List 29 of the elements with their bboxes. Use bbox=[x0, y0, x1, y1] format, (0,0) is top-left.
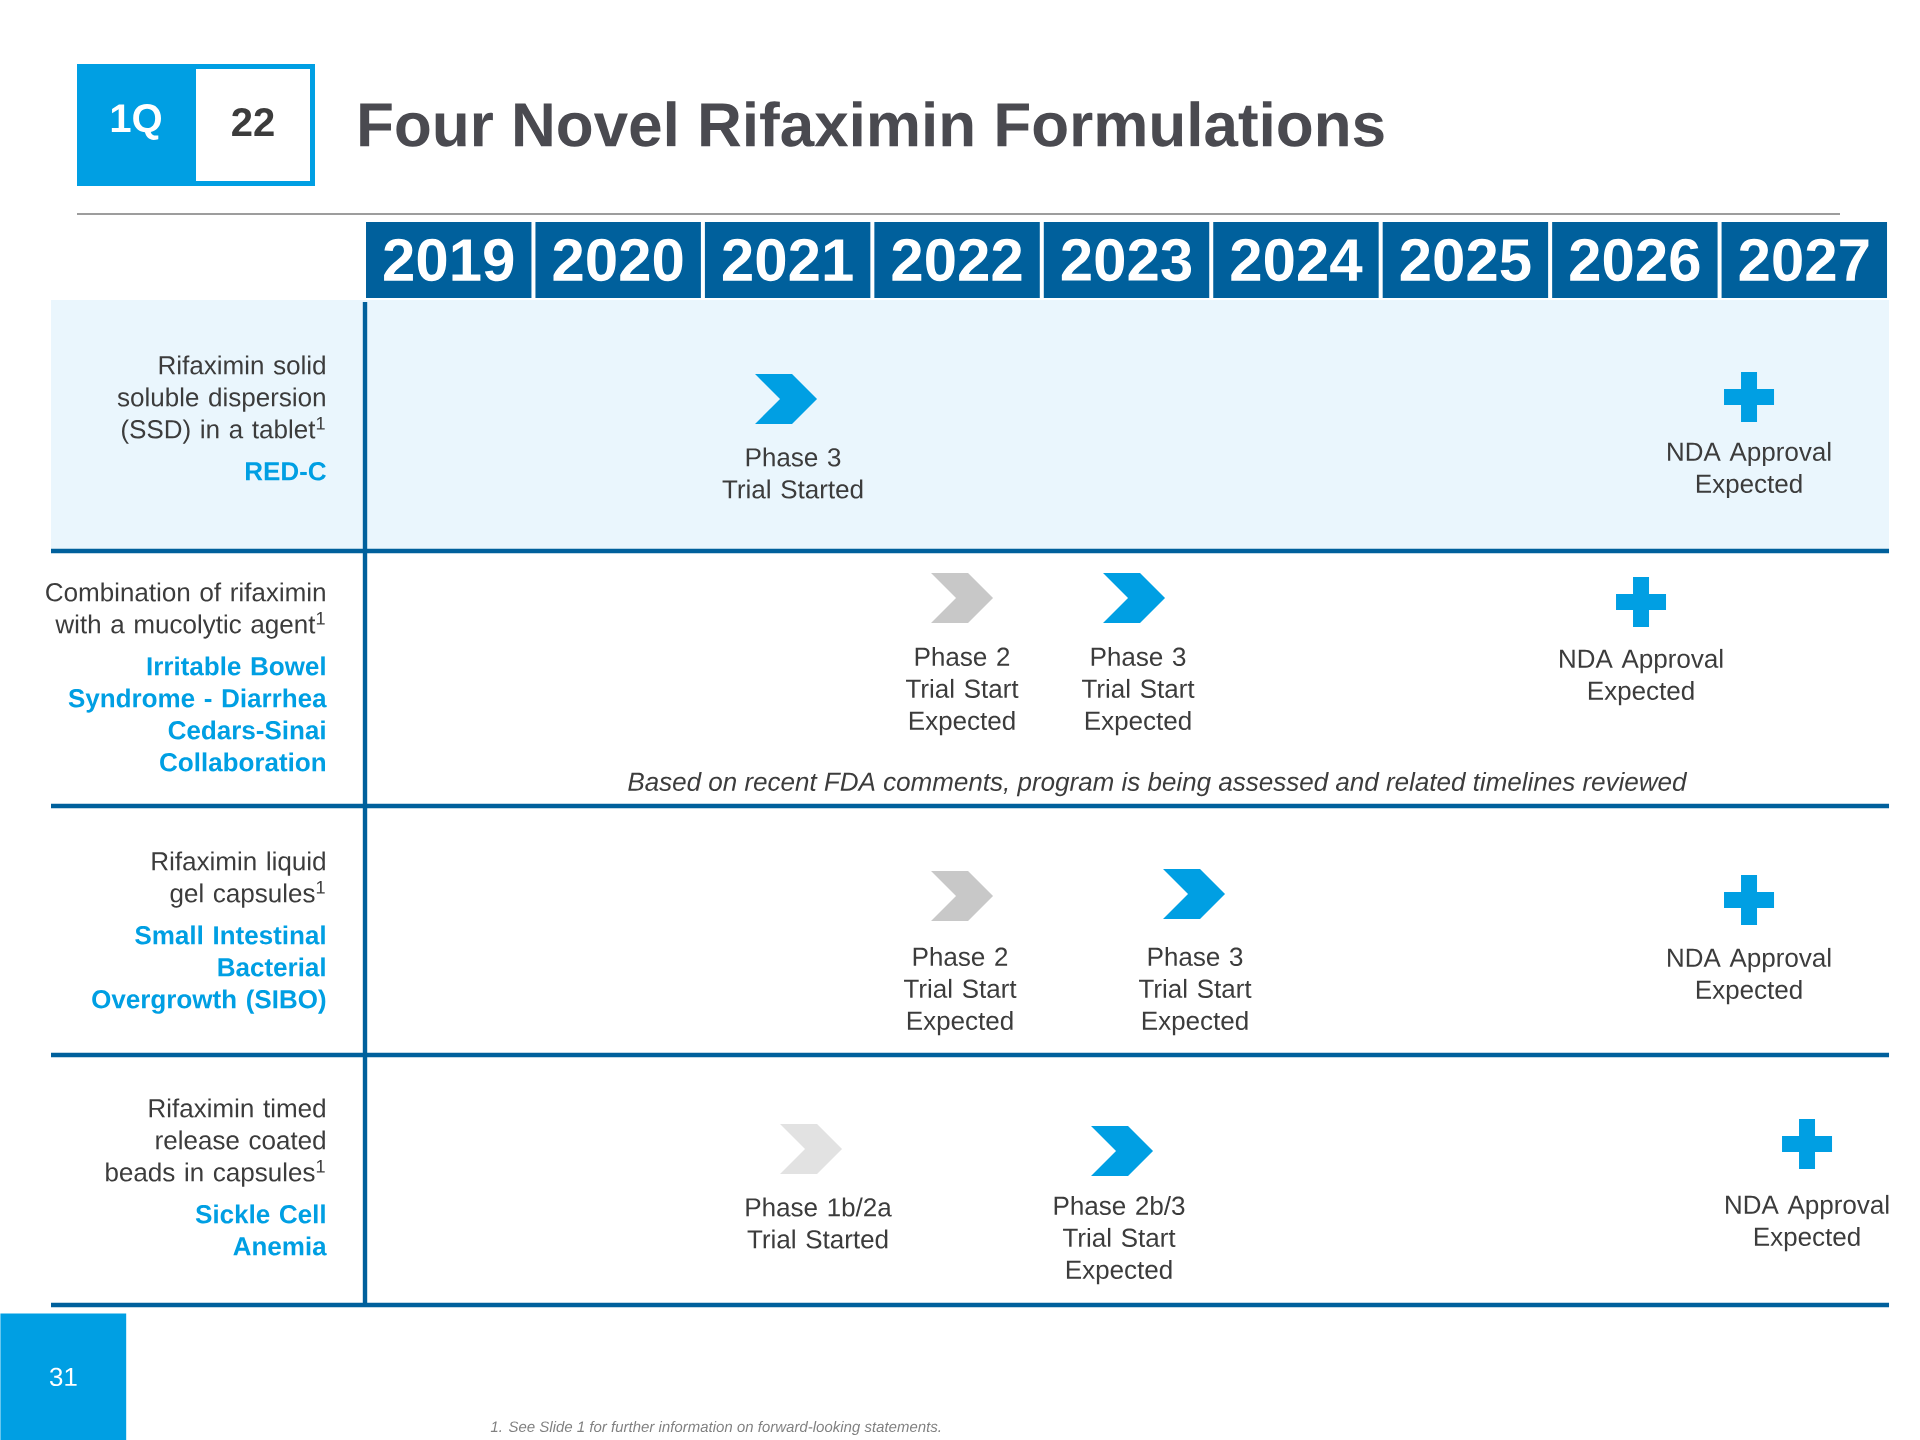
year-header: 2020 bbox=[535, 222, 701, 298]
milestone-label: Phase 2 Trial Start Expected bbox=[906, 646, 1019, 736]
row-label: Rifaximin solid soluble dispersion (SSD) in a tablet$^{1}$ RED-C bbox=[117, 355, 326, 481]
year-header: 2023 bbox=[1043, 222, 1210, 298]
milestone-label: NDA Approval Expected bbox=[1726, 1194, 1889, 1252]
milestone-label: Phase 3 Trial Start Expected bbox=[1082, 646, 1195, 736]
year-header: 2027 bbox=[1721, 222, 1888, 298]
title: Four Novel Rifaximin Formulations bbox=[360, 101, 1384, 147]
year-header: 2024 bbox=[1213, 222, 1379, 298]
milestone-label: Phase 2 Trial Start Expected bbox=[904, 946, 1017, 1036]
page-number: 31 bbox=[0, 1313, 127, 1440]
quarter-badge: 1Q 22 bbox=[77, 64, 315, 186]
milestone-label: NDA Approval Expected bbox=[1668, 441, 1831, 499]
milestone-label: NDA Approval Expected bbox=[1668, 947, 1831, 1005]
note: Based on recent FDA comments, program is being assessed and related timelines reviewed bbox=[628, 771, 1688, 797]
row-label: Rifaximin timed release coated beads in capsules$^{1}$ Sickle Cell Anemia bbox=[106, 1098, 327, 1256]
year-header: 2026 bbox=[1552, 222, 1718, 298]
milestone-label: Phase 3 Trial Start Expected bbox=[1139, 946, 1252, 1036]
row-label: Rifaximin liquid gel capsules$^{1}$ Small Intestinal Bacterial Overgrowth (SIBO) bbox=[92, 851, 326, 1014]
year-header: 2019 bbox=[366, 222, 532, 298]
milestone-label: Phase 2b/3 Trial Start Expected bbox=[1054, 1195, 1185, 1285]
year-header: 2021 bbox=[704, 222, 871, 298]
milestone-label: Phase 3 Trial Started bbox=[722, 447, 863, 499]
row-label: Combination of rifaximin with a mucolytic agent$^{1}$ Irritable Bowel Syndrome - Diarrhea Cedars-Sinai Collaboration bbox=[46, 582, 327, 772]
year-header: 2025 bbox=[1382, 222, 1549, 298]
milestone-label: NDA Approval Expected bbox=[1560, 648, 1723, 706]
year-header: 2022 bbox=[874, 222, 1040, 298]
footnote: 1. See Slide 1 for further information on forward-looking statements. bbox=[490, 1421, 941, 1435]
milestone-label: Phase 1b/2a Trial Started bbox=[746, 1197, 892, 1249]
